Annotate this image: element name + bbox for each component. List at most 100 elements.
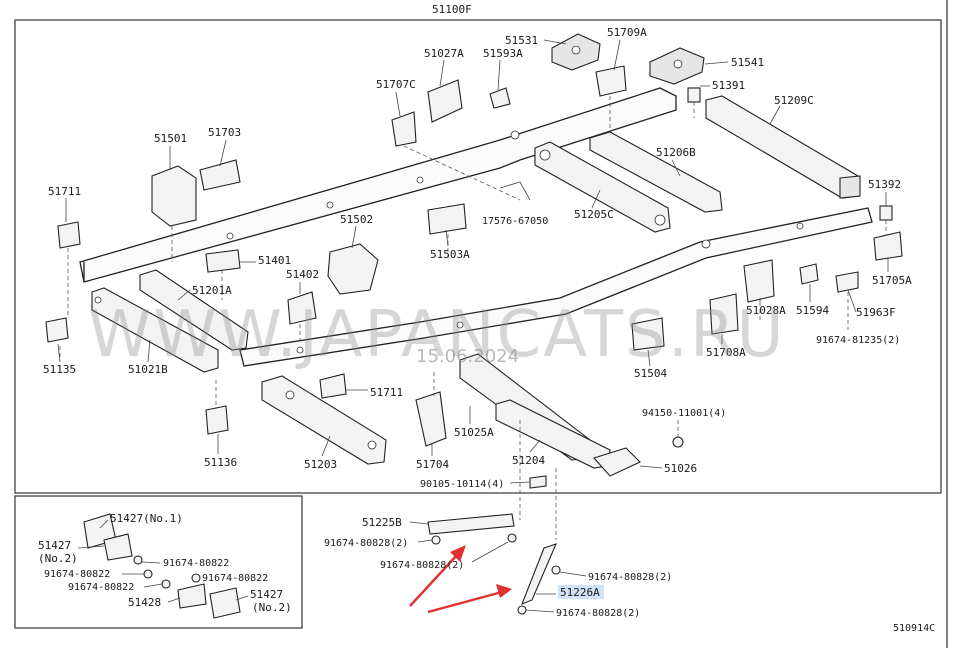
crossmember-51204 — [459, 353, 611, 469]
label-51225b: 51225B — [362, 516, 402, 529]
label-51427-left: 51427 — [38, 539, 71, 552]
label-91674-80828-c: 91674-80828(2) — [588, 572, 672, 583]
watermark-date: 15.06.2024 — [416, 346, 519, 367]
crossmember-51203 — [261, 375, 387, 465]
label-91674-80822-a: 91674-80822 — [163, 558, 229, 569]
label-51427-no1: 51427(No.1) — [110, 512, 183, 525]
label-91674-80828-a: 91674-80828(2) — [324, 538, 408, 549]
bottom-labels: 51225B 91674-80828(2) 91674-80828(2) 916… — [324, 516, 672, 619]
bracket-51503a — [427, 203, 467, 235]
pad-51392 — [879, 205, 893, 221]
label-51711-right: 51711 — [370, 386, 403, 399]
label-91674-80822-d: 91674-80822 — [68, 582, 134, 593]
label-91674-80822-c: 91674-80822 — [202, 573, 268, 584]
label-51402: 51402 — [286, 268, 319, 281]
red-arrow-1 — [409, 545, 466, 607]
brace-51226a — [517, 543, 561, 615]
label-51027a: 51027A — [424, 47, 464, 60]
label-51135: 51135 — [43, 363, 76, 376]
label-51531: 51531 — [505, 34, 538, 47]
label-51704: 51704 — [416, 458, 449, 471]
assembly-lines — [59, 96, 887, 540]
label-51026: 51026 — [664, 462, 697, 475]
bracket-51708a — [709, 293, 739, 335]
bolt-90105 — [529, 475, 547, 489]
label-51392: 51392 — [868, 178, 901, 191]
label-51708a: 51708A — [706, 346, 746, 359]
bracket-51707c — [391, 111, 417, 147]
watermark-text: WWW.JAPANCATS.RU — [88, 298, 785, 372]
label-51707c: 51707C — [376, 78, 416, 91]
nut-94150 — [672, 436, 684, 448]
crossmember-51021b — [91, 287, 219, 373]
brace-51225b — [427, 513, 517, 545]
bracket-51027a — [427, 79, 463, 123]
label-51593a: 51593A — [483, 47, 523, 60]
label-51205c: 51205C — [574, 208, 614, 221]
bracket-51501 — [151, 165, 197, 227]
red-arrow-2 — [427, 584, 512, 614]
inset-diagram-frame — [14, 495, 303, 629]
label-51501: 51501 — [154, 132, 187, 145]
label-51203: 51203 — [304, 458, 337, 471]
inset-parts — [83, 513, 241, 619]
bracket-51705a — [873, 231, 903, 261]
label-91674-80828-b: 91674-80828(2) — [380, 560, 464, 571]
bracket-51502 — [327, 243, 379, 295]
main-labels: 51531 51709A 51541 51027A 51593A 51707C … — [43, 26, 912, 490]
label-51028a: 51028A — [746, 304, 786, 317]
label-17576-67050: 17576-67050 — [482, 216, 548, 227]
label-51209c: 51209C — [774, 94, 814, 107]
pad-51391 — [687, 87, 701, 103]
label-51204: 51204 — [512, 454, 545, 467]
label-91674-80828-d: 91674-80828(2) — [556, 608, 640, 619]
bracket-51593a — [489, 87, 511, 109]
label-no2-left: (No.2) — [38, 552, 78, 565]
mount-51531 — [551, 33, 601, 71]
bracket-51711-left — [57, 221, 81, 249]
label-51502: 51502 — [340, 213, 373, 226]
label-51136: 51136 — [204, 456, 237, 469]
bracket-51504 — [631, 317, 665, 351]
mount-51541 — [649, 47, 705, 85]
bracket-51711-right — [319, 373, 347, 399]
label-51504: 51504 — [634, 367, 667, 380]
label-51711-left: 51711 — [48, 185, 81, 198]
label-91674-80822-b: 91674-80822 — [44, 569, 110, 580]
frame-rail-left — [79, 87, 677, 283]
bracket-51703 — [199, 159, 241, 191]
label-51021b: 51021B — [128, 363, 168, 376]
bracket-51704 — [415, 391, 447, 447]
label-51703: 51703 — [208, 126, 241, 139]
bracket-51709a — [595, 65, 627, 97]
label-51594: 51594 — [796, 304, 829, 317]
label-51025a: 51025A — [454, 426, 494, 439]
bracket-51136 — [205, 405, 229, 435]
leader-lines — [57, 39, 889, 484]
label-51705a: 51705A — [872, 274, 912, 287]
label-90105-10114: 90105-10114(4) — [420, 479, 504, 490]
inset-labels: 51427(No.1) 51427 (No.2) 91674-80822 916… — [38, 512, 292, 614]
crossmember-51201a — [139, 269, 249, 351]
label-51541: 51541 — [731, 56, 764, 69]
pad-51594 — [799, 263, 819, 285]
bracket-51402 — [287, 291, 317, 325]
label-51963f: 51963F — [856, 306, 896, 319]
label-51201a: 51201A — [192, 284, 232, 297]
bracket-51028a — [743, 259, 775, 303]
label-51428: 51428 — [128, 596, 161, 609]
crossmember-51209c — [705, 95, 861, 199]
label-51503a: 51503A — [430, 248, 470, 261]
main-diagram-frame — [14, 19, 942, 494]
bracket-51963f — [835, 271, 859, 293]
label-51391: 51391 — [712, 79, 745, 92]
label-94150-11001: 94150-11001(4) — [642, 408, 726, 419]
crossmember-51206b — [589, 131, 723, 213]
label-51206b: 51206B — [656, 146, 696, 159]
highlight-51226a — [558, 585, 604, 599]
frame-rail-right — [239, 207, 873, 367]
label-no2-right: (No.2) — [252, 601, 292, 614]
label-51427-right: 51427 — [250, 588, 283, 601]
bracket-51026 — [593, 447, 641, 477]
